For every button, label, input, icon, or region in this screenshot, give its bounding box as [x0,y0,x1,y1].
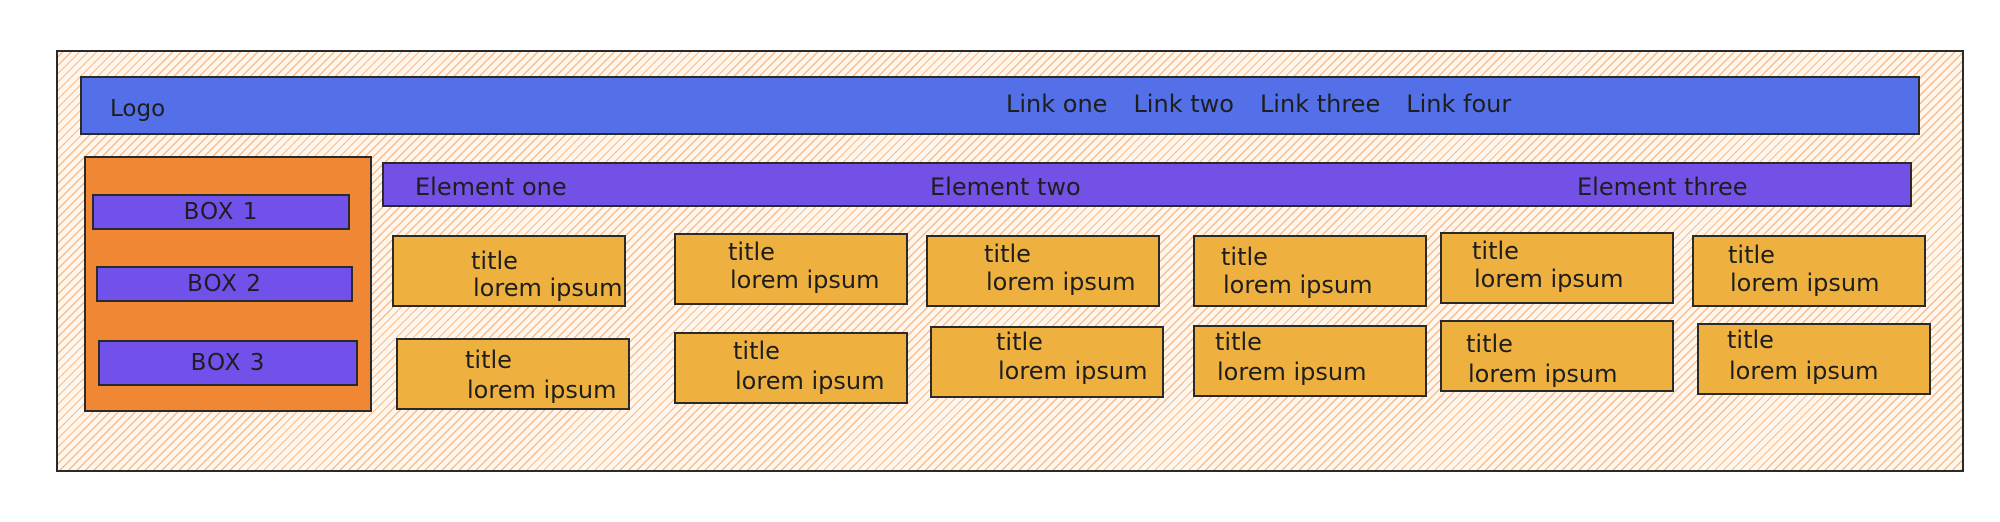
content-card[interactable]: title lorem ipsum [1193,235,1427,307]
sidebar-box-2[interactable]: BOX 2 [96,266,353,302]
card-text: lorem ipsum [473,274,623,302]
card-text: lorem ipsum [1474,265,1624,293]
card-text: lorem ipsum [1729,357,1879,385]
card-text: lorem ipsum [735,367,885,395]
card-title: title [1727,326,1774,354]
content-card[interactable]: title lorem ipsum [674,233,908,305]
logo[interactable]: Logo [110,96,166,122]
card-title: title [471,247,518,275]
card-title: title [465,346,512,374]
content-card[interactable]: title lorem ipsum [1692,235,1926,307]
sidebar: BOX 1 BOX 2 BOX 3 [84,156,372,412]
content-card[interactable]: title lorem ipsum [396,338,630,410]
card-text: lorem ipsum [1730,269,1880,297]
sub-nav-bar: Element one Element two Element three [382,162,1912,207]
card-title: title [984,240,1031,268]
nav-link-one[interactable]: Link one [1006,90,1108,118]
content-card[interactable]: title lorem ipsum [1193,325,1427,397]
card-title: title [996,328,1043,356]
content-card[interactable]: title lorem ipsum [1440,320,1674,392]
card-text: lorem ipsum [998,357,1148,385]
card-text: lorem ipsum [986,268,1136,296]
nav-link-three[interactable]: Link three [1259,90,1381,118]
card-text: lorem ipsum [1223,271,1373,299]
card-text: lorem ipsum [1468,360,1618,388]
content-card[interactable]: title lorem ipsum [392,235,626,307]
card-title: title [728,238,775,266]
card-text: lorem ipsum [467,376,617,404]
sub-nav-element-three[interactable]: Element three [1577,173,1748,201]
content-card[interactable]: title lorem ipsum [926,235,1160,307]
header-bar: Logo Link one Link two Link three Link f… [80,76,1920,135]
card-title: title [1472,237,1519,265]
content-card[interactable]: title lorem ipsum [1440,232,1674,304]
sidebar-box-1[interactable]: BOX 1 [92,194,350,230]
sidebar-box-3[interactable]: BOX 3 [98,340,358,386]
card-title: title [1221,243,1268,271]
card-text: lorem ipsum [730,266,880,294]
nav-link-four[interactable]: Link four [1406,90,1512,118]
sub-nav-element-one[interactable]: Element one [415,173,567,201]
card-title: title [1728,241,1775,269]
content-card[interactable]: title lorem ipsum [1697,323,1931,395]
content-card[interactable]: title lorem ipsum [674,332,908,404]
card-title: title [733,337,780,365]
nav-link-two[interactable]: Link two [1133,90,1234,118]
card-text: lorem ipsum [1217,358,1367,386]
content-card[interactable]: title lorem ipsum [930,326,1164,398]
sub-nav-element-two[interactable]: Element two [930,173,1081,201]
card-title: title [1466,330,1513,358]
nav-links: Link one Link two Link three Link four [1006,90,1511,118]
card-title: title [1215,328,1262,356]
